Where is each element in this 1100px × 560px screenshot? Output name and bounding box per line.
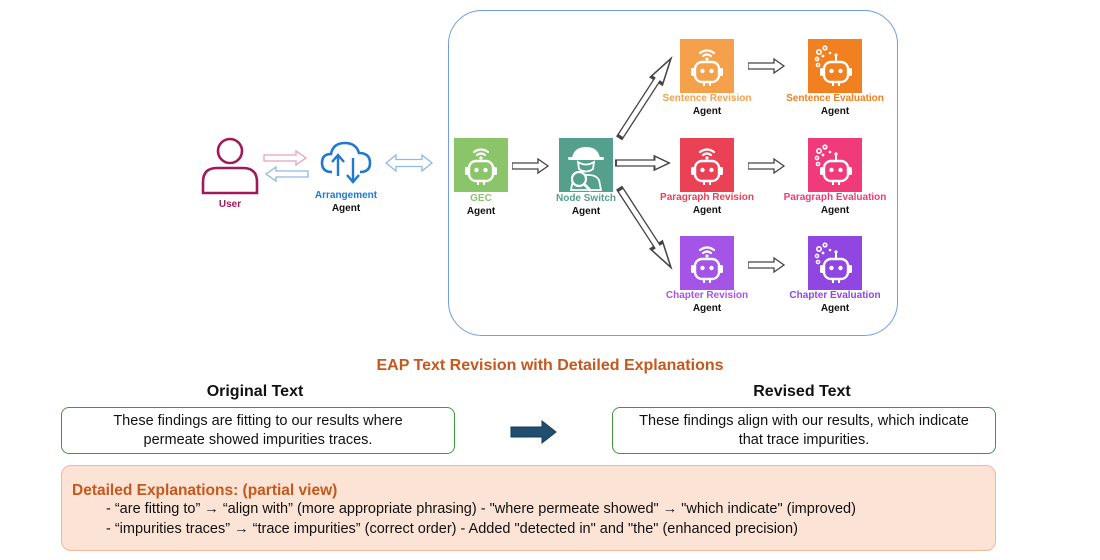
original-text-line-2: permeate showed impurities traces.: [143, 431, 373, 448]
revised-text-line-1: These findings align with our results, w…: [639, 412, 969, 429]
arrangement-name: Arrangement: [314, 190, 378, 201]
sentence-revision-role: Agent: [692, 106, 722, 117]
explanation-line-2: - “impurities traces” → “trace impuritie…: [106, 521, 798, 537]
arrangement-pipeline-arrow: [384, 153, 434, 173]
paragraph-revision-role: Agent: [692, 205, 722, 216]
revised-text-box: These findings align with our results, w…: [612, 407, 996, 454]
sentence-revision-name: Sentence Revision: [662, 93, 752, 104]
arrangement-role: Agent: [331, 203, 361, 214]
chapter-revision-robot-icon: [680, 236, 734, 290]
chapter-evaluation-robot-icon: [808, 236, 862, 290]
switch-branch-arrows: [612, 55, 679, 273]
revised-text-line-2: that trace impurities.: [738, 431, 870, 448]
user-arrangement-arrows: [263, 149, 309, 183]
paragraph-revision-name: Paragraph Revision: [660, 192, 754, 203]
gec-robot-icon: [454, 138, 508, 192]
explanations-title: Detailed Explanations: (partial view): [72, 482, 338, 499]
chapter-evaluation-name: Chapter Evaluation: [789, 290, 881, 301]
original-text-box: These findings are fitting to our result…: [61, 407, 455, 454]
sentence-to-eval-arrow: [748, 58, 785, 74]
user-icon: [201, 137, 259, 195]
revision-section-title: EAP Text Revision with Detailed Explanat…: [376, 357, 724, 374]
paragraph-evaluation-name: Paragraph Evaluation: [783, 192, 887, 203]
user-label: User: [218, 199, 242, 210]
chapter-revision-role: Agent: [692, 303, 722, 314]
paragraph-evaluation-role: Agent: [820, 205, 850, 216]
node-switch-role: Agent: [571, 206, 601, 217]
sentence-evaluation-name: Sentence Evaluation: [786, 93, 884, 104]
paragraph-evaluation-robot-icon: [808, 138, 862, 192]
chapter-evaluation-role: Agent: [820, 303, 850, 314]
gec-name: GEC: [470, 193, 492, 204]
node-switch-name: Node Switch: [555, 193, 616, 204]
paragraph-revision-robot-icon: [680, 138, 734, 192]
gec-to-switch-arrow: [512, 158, 549, 174]
sentence-evaluation-robot-icon: [808, 39, 862, 93]
revision-arrow: [510, 419, 557, 445]
chapter-to-eval-arrow: [748, 257, 785, 273]
original-text-line-1: These findings are fitting to our result…: [113, 412, 403, 429]
original-text-heading: Original Text: [206, 383, 304, 400]
explanation-line-1: - “are fitting to” → “align with” (more …: [106, 501, 856, 517]
sentence-revision-robot-icon: [680, 39, 734, 93]
sentence-evaluation-role: Agent: [820, 106, 850, 117]
agent-pipeline-container: [448, 10, 898, 336]
explanations-panel: Detailed Explanations: (partial view) - …: [61, 465, 996, 551]
paragraph-to-eval-arrow: [748, 158, 785, 174]
chapter-revision-name: Chapter Revision: [665, 290, 749, 301]
cloud-sync-icon: [320, 141, 372, 184]
revised-text-heading: Revised Text: [753, 383, 851, 400]
node-switch-detective-icon: [559, 138, 613, 192]
gec-role: Agent: [466, 206, 496, 217]
